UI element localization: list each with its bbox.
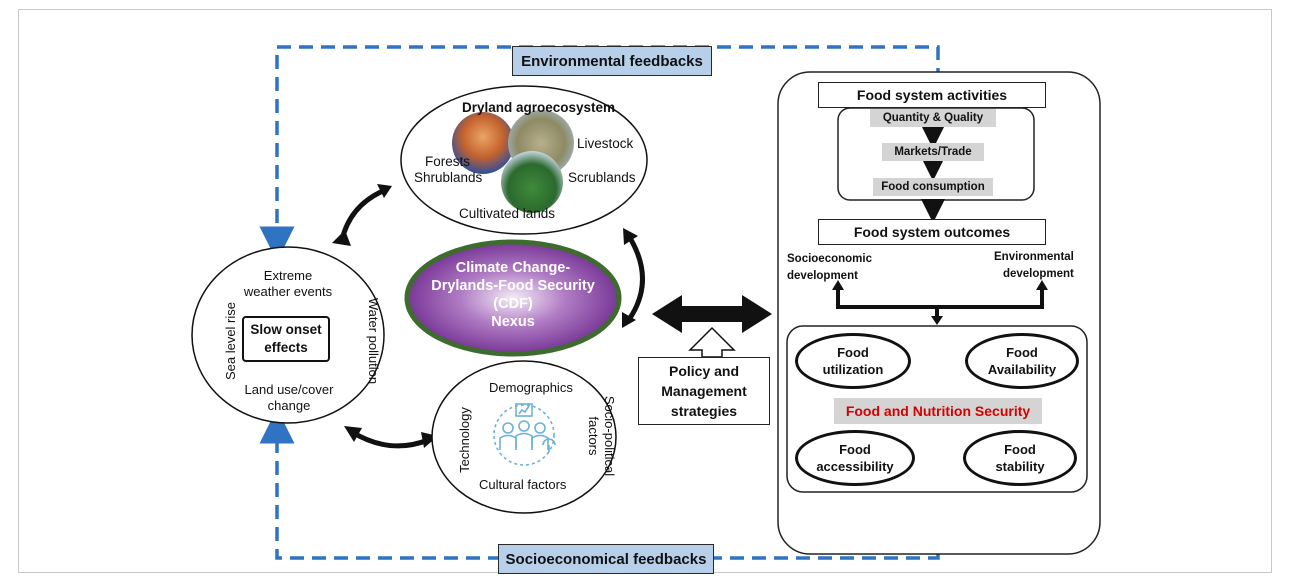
technology-label: Technology xyxy=(457,407,472,473)
impacts-circle xyxy=(191,246,385,424)
availability-line-1: Food xyxy=(1006,345,1038,360)
dryland-scrublands: Scrublands xyxy=(568,170,636,185)
slow-onset-box: Slow onset effects xyxy=(242,316,330,362)
nexus-line-4: Nexus xyxy=(491,314,535,330)
land-line-2: change xyxy=(267,398,311,413)
food-system-outcomes: Food system outcomes xyxy=(818,219,1046,245)
dryland-forests: Forests xyxy=(425,154,471,169)
env-dev-line-1: Environmental xyxy=(994,251,1074,263)
arrow-impacts-socio xyxy=(350,429,429,449)
food-nutrition-security-label: Food and Nutrition Security xyxy=(834,398,1042,424)
food-accessibility-pillar: Food accessibility xyxy=(795,430,915,486)
socio-dev-line-1: Socioeconomic xyxy=(787,253,872,265)
accessibility-line-1: Food xyxy=(839,442,871,457)
stability-line-1: Food xyxy=(1004,442,1036,457)
nexus-line-2: Drylands-Food Security xyxy=(431,278,595,294)
sociopolitical-line-2: factors xyxy=(586,416,601,456)
sociopolitical-label: Socio-political factors xyxy=(585,381,617,491)
utilization-line-1: Food xyxy=(837,345,869,360)
socioeconomic-development-label: Socioeconomic development xyxy=(787,251,872,285)
people-technology-icon xyxy=(493,403,556,466)
sea-level-label: Sea level rise xyxy=(223,301,238,381)
quantity-quality-label: Quantity & Quality xyxy=(870,109,996,127)
slow-line-1: Slow onset xyxy=(250,322,322,337)
policy-box: Policy and Management strategies xyxy=(638,357,770,425)
accessibility-line-2: accessibility xyxy=(816,459,894,474)
nexus-label: Climate Change- Drylands-Food Security (… xyxy=(413,259,613,331)
sociopolitical-line-1: Socio-political xyxy=(602,395,617,477)
socioeconomical-feedback-label: Socioeconomical feedbacks xyxy=(498,544,714,574)
land-line-1: Land use/cover xyxy=(244,382,334,397)
nexus-line-3: (CDF) xyxy=(493,296,533,312)
nexus-ellipse xyxy=(404,239,622,357)
nexus-line-1: Climate Change- xyxy=(455,260,571,276)
socio-dev-line-2: development xyxy=(787,270,858,282)
extreme-weather-label: Extreme weather events xyxy=(238,268,338,300)
dryland-photo-forest xyxy=(501,151,563,213)
policy-arrow xyxy=(688,326,736,358)
water-pollution-label: Water pollution xyxy=(366,297,381,385)
markets-trade-label: Markets/Trade xyxy=(882,143,984,161)
socio-ellipse xyxy=(431,360,617,514)
extreme-line-1: Extreme xyxy=(263,268,313,283)
dryland-photo-desert xyxy=(452,112,514,174)
availability-line-2: Availability xyxy=(987,362,1057,377)
food-consumption-label: Food consumption xyxy=(873,178,993,196)
arrow-nexus-foodsystem xyxy=(652,295,772,333)
policy-line-2: Management xyxy=(661,383,747,399)
dryland-shrublands: Shrublands xyxy=(414,170,483,185)
extreme-line-2: weather events xyxy=(243,284,333,299)
arrow-impacts-dryland xyxy=(339,187,387,241)
land-use-label: Land use/cover change xyxy=(234,382,344,414)
policy-line-1: Policy and xyxy=(668,363,740,379)
env-dev-line-2: development xyxy=(1002,268,1074,280)
cultural-label: Cultural factors xyxy=(479,477,567,492)
food-stability-pillar: Food stability xyxy=(963,430,1077,486)
dryland-title: Dryland agroecosystem xyxy=(462,100,616,115)
arrow-dryland-nexus xyxy=(627,236,645,320)
dryland-livestock: Livestock xyxy=(577,136,634,151)
utilization-line-2: utilization xyxy=(822,362,884,377)
demographics-label: Demographics xyxy=(489,380,573,395)
environmental-development-label: Environmental development xyxy=(994,249,1074,283)
policy-line-3: strategies xyxy=(670,403,738,419)
food-utilization-pillar: Food utilization xyxy=(795,333,911,389)
slow-line-2: effects xyxy=(264,340,308,355)
stability-line-2: stability xyxy=(995,459,1045,474)
environmental-feedback-label: Environmental feedbacks xyxy=(512,46,712,76)
food-system-activities: Food system activities xyxy=(818,82,1046,108)
dryland-cultivated: Cultivated lands xyxy=(459,206,556,221)
